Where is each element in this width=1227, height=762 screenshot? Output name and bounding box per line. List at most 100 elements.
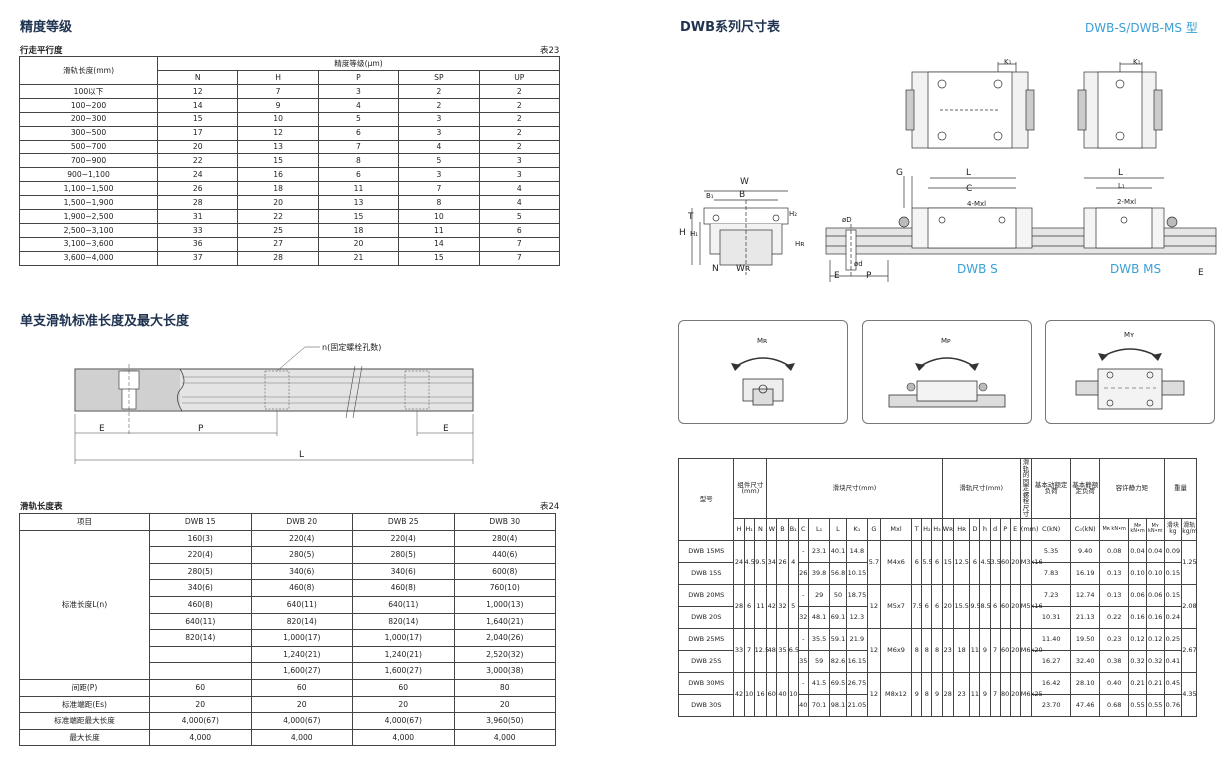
table-cell: 4.35: [1181, 671, 1198, 717]
table-cell: 15.5: [952, 583, 971, 629]
table-cell: [149, 645, 252, 664]
table-cell: 0.23: [1099, 627, 1130, 651]
sub-header: 滑块 kg: [1163, 517, 1183, 541]
table-cell: M6x9: [879, 627, 913, 673]
table-cell: 25: [237, 222, 319, 238]
table-cell: 27: [237, 236, 319, 252]
table-cell: 2: [398, 84, 480, 99]
table-cell: 12: [867, 583, 881, 629]
table-cell: 340(6): [149, 579, 252, 597]
model-header: DWB 20: [250, 513, 353, 531]
sub-header: H₂: [921, 517, 933, 541]
std-length-label: 标准长度L(n): [19, 529, 150, 680]
table-cell: 280(5): [149, 562, 252, 581]
table-cell: 8: [921, 627, 933, 673]
table-cell: 23: [941, 627, 954, 673]
pitch-moment-icon: [888, 357, 1006, 408]
table-cell: 0.55: [1128, 693, 1147, 717]
table-cell: 460(8): [149, 595, 252, 614]
table-cell: 20: [250, 695, 353, 714]
label-dwb-s: DWB S: [957, 262, 998, 276]
grade-col-header: N: [156, 70, 239, 85]
table-cell: 6.5: [787, 627, 799, 673]
table-cell: 26: [776, 539, 789, 585]
table-cell: M5x7: [879, 583, 913, 629]
table-cell: 60: [149, 678, 252, 697]
table-cell: 56.8: [829, 561, 847, 585]
table-cell: 5.7: [867, 539, 881, 585]
table-cell: 0.21: [1128, 671, 1147, 695]
table-cell: 0.55: [1145, 693, 1165, 717]
table-cell: 7: [398, 181, 480, 197]
table-cell: 70.1: [807, 693, 831, 717]
table-cell: 12: [867, 627, 881, 673]
table-cell: 5: [398, 153, 480, 169]
table-cell: 21.05: [845, 693, 869, 717]
sub-header: E: [1009, 517, 1021, 541]
table-cell: 41.5: [807, 671, 831, 695]
dim-wr-label: Wʀ: [736, 264, 751, 274]
table-cell: 4,000(67): [250, 712, 353, 730]
table-cell: -: [797, 583, 809, 607]
table-cell: 最大长度: [19, 728, 150, 747]
moment-box-yaw: Mʏ: [1045, 320, 1215, 424]
dim-g-label: G: [896, 168, 903, 178]
table-row: 280(5)340(6)340(6)600(8): [20, 562, 556, 581]
table-cell: 60: [766, 671, 778, 717]
table-cell: 640(11): [149, 612, 252, 631]
moment-box-roll: Mʀ: [678, 320, 848, 424]
moment-box-pitch: Mᴘ: [862, 320, 1032, 424]
table-cell: 36: [156, 236, 239, 252]
table-cell: 42: [766, 583, 778, 629]
table-cell: 0.10: [1145, 561, 1165, 585]
table-cell: 10.31: [1031, 605, 1072, 629]
sub-header: Hʀ: [952, 517, 971, 541]
table-cell: M4x6: [879, 539, 913, 585]
table-cell: 0.45: [1163, 671, 1183, 695]
grade-header: 精度等级(μm): [157, 56, 560, 71]
dim-l1-label: L₁: [1118, 182, 1125, 190]
table-cell: 6: [317, 167, 400, 183]
table-cell: 12.74: [1070, 583, 1101, 607]
dim-h2-label: H₂: [789, 210, 798, 218]
table-cell: 100~200: [19, 97, 158, 113]
table-cell: 0.06: [1145, 583, 1165, 607]
table-cell: 60: [352, 678, 455, 697]
table-cell: 8: [317, 153, 400, 169]
table-cell: M3x16: [1019, 539, 1043, 585]
table-cell: 9.5: [969, 583, 981, 629]
sub-header: K₁: [845, 517, 869, 541]
dim-p: P: [198, 424, 204, 434]
dim-k1-label-ms: K₁: [1133, 58, 1141, 66]
table-cell: 3: [317, 84, 400, 99]
table-cell: 26: [156, 181, 239, 197]
table-cell: 9: [237, 97, 319, 113]
table-cell: 8: [931, 627, 943, 673]
table-cell: 33: [156, 222, 239, 238]
table-cell: 15: [317, 209, 400, 224]
table-cell: 40: [797, 693, 809, 717]
table-cell: 8: [921, 671, 933, 717]
table-cell: 2: [478, 139, 561, 155]
table-cell: 8: [911, 627, 923, 673]
table-cell: 69.1: [829, 605, 847, 629]
table-cell: 1,000(17): [352, 629, 455, 647]
table-cell: 48.1: [807, 605, 831, 629]
table-cell: 12: [867, 671, 881, 717]
table-cell: 15: [156, 111, 239, 127]
dim-l-label: L: [966, 168, 972, 178]
table-cell: 2: [478, 97, 561, 113]
table-cell: 1,240(21): [352, 645, 455, 664]
rail-table-subtitle: 滑轨长度表: [20, 502, 63, 512]
table-cell: 16.19: [1070, 561, 1101, 585]
table-cell: 34: [766, 539, 778, 585]
table-cell: 18: [237, 181, 319, 197]
table-cell: 280(4): [453, 529, 556, 548]
dynamic-load-header: 基本动额定负荷: [1031, 458, 1072, 519]
model-name: DWB 30MS: [677, 671, 735, 695]
